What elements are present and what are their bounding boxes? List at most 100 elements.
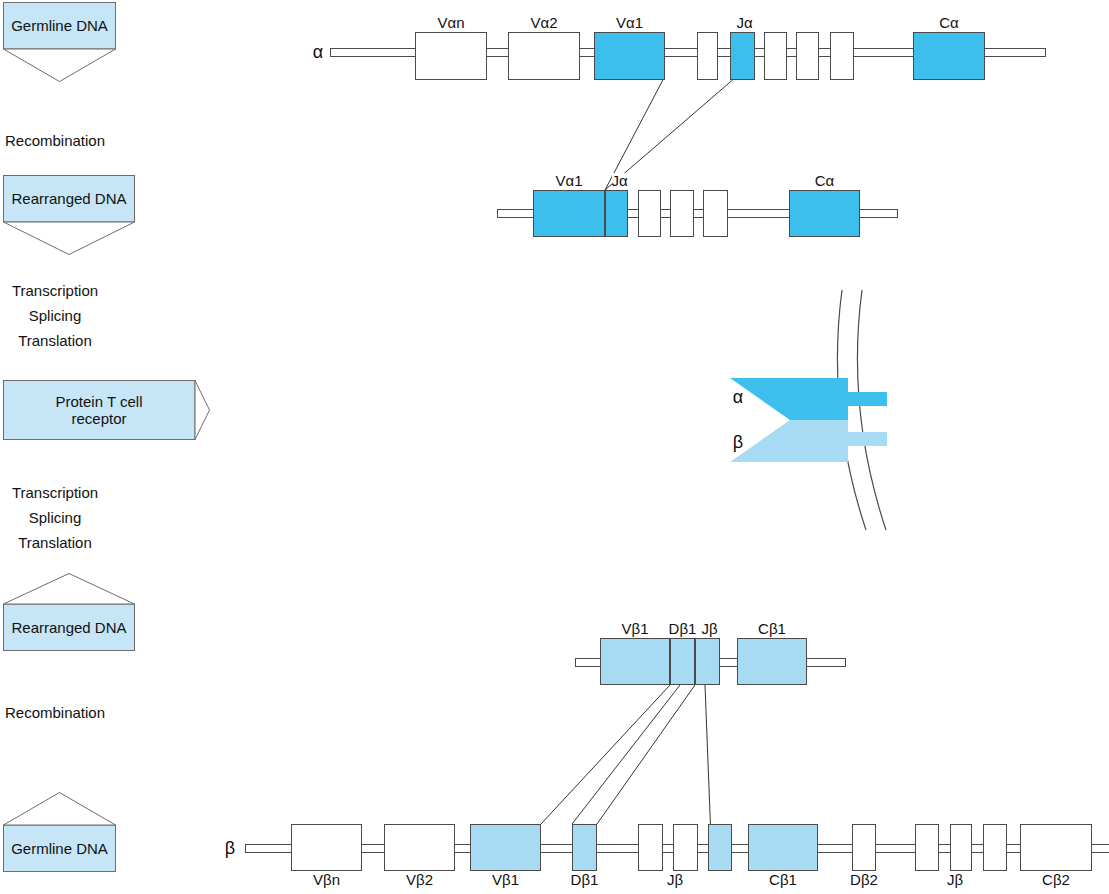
- segment-label: Cβ1: [758, 621, 786, 637]
- stage-box-pointer: [195, 381, 210, 440]
- label-holder: β: [733, 432, 743, 452]
- segment-label-holder: Cβ1: [769, 872, 797, 888]
- segment-label-holder: Dβ1: [669, 621, 697, 637]
- alpha-chain: [730, 378, 887, 420]
- stage-box: Rearranged DNA: [3, 175, 135, 255]
- segment-label-holder: Vβn: [313, 872, 340, 888]
- segment-label-holder: Jβ: [947, 872, 963, 888]
- stage-box-body: [4, 176, 135, 223]
- stage-box-text-area: Germline DNA: [3, 825, 116, 872]
- stage-box-text-area: Germline DNA: [3, 2, 116, 49]
- gene-segment-box: [639, 825, 663, 871]
- stage-box-shape: [3, 792, 116, 872]
- segment-label-holder: Dβ1: [571, 872, 599, 888]
- chain-letter: α: [313, 42, 323, 62]
- recombination-line: [597, 685, 695, 824]
- stage-box: Germline DNA: [3, 792, 116, 872]
- gene-segment-box: [698, 33, 718, 80]
- beta-chain: [730, 420, 887, 462]
- segment-label-holder: Jβ: [701, 621, 717, 637]
- gene-segment-box: [984, 825, 1007, 871]
- stage-box-text-area: Rearranged DNA: [3, 175, 135, 222]
- step-label: Recombination: [5, 132, 105, 149]
- segment-label-holder: Vα1: [616, 15, 643, 31]
- segment-label: Vα1: [616, 15, 643, 31]
- stage-box-pointer: [4, 574, 135, 605]
- stage-name: Germline DNA: [11, 17, 108, 34]
- segment-label: Cα: [815, 173, 835, 189]
- gene-segment: Cα: [913, 32, 985, 80]
- segment-label-holder: Vαn: [437, 15, 464, 31]
- label-holder: Transcription Splicing Translation: [12, 480, 98, 555]
- recombination-line: [605, 80, 733, 190]
- gene-segment: Vαn: [415, 32, 487, 80]
- segment-label: Dβ1: [669, 621, 697, 637]
- gene-segment: Dβ1: [572, 824, 597, 871]
- stage-box-pointer: [4, 793, 116, 826]
- gene-segment: Jβ: [695, 638, 720, 685]
- segment-label: Jα: [611, 173, 627, 189]
- gene-segment: Dβ1: [670, 638, 695, 685]
- segment-label-holder: Vα2: [530, 15, 557, 31]
- label-holder: α: [733, 387, 743, 407]
- recombination-line: [705, 685, 710, 824]
- gene-segment: Jβ: [950, 824, 972, 871]
- stage-box-shape: [3, 175, 135, 255]
- recombination-line: [605, 80, 663, 190]
- gene-segment: Jβ: [708, 824, 732, 871]
- stage-box-shape: [3, 573, 135, 651]
- gene-segment: Vα2: [508, 32, 580, 80]
- stage-box: Protein T cell receptor: [3, 380, 210, 440]
- step-label: Transcription Splicing Translation: [12, 278, 98, 353]
- segment-label: Vβn: [313, 872, 340, 888]
- segment-label-holder: Vβ1: [492, 872, 519, 888]
- stage-box-text-area: Protein T cell receptor: [3, 380, 195, 440]
- stage-box-pointer: [4, 49, 116, 82]
- stage-box-pointer: [4, 222, 135, 255]
- segment-label: Vβ2: [406, 872, 433, 888]
- stage-box-body: [4, 381, 196, 440]
- stage-name: Rearranged DNA: [11, 619, 126, 636]
- gene-segment: Vβ1: [600, 638, 670, 685]
- stage-box-body: [4, 3, 116, 50]
- stage-name: Germline DNA: [11, 840, 108, 857]
- gene-segment: Vβ1: [470, 824, 541, 871]
- segment-label-holder: Vβ1: [622, 621, 649, 637]
- label-holder: α: [313, 42, 323, 62]
- gene-segment: Vα1: [533, 190, 605, 237]
- gene-segment: Vβ2: [384, 824, 455, 871]
- gene-segment-box: [674, 825, 698, 871]
- gene-segment-box: [639, 191, 661, 237]
- chromosome-bars: [246, 49, 1109, 853]
- segment-label-holder: Jβ: [667, 872, 683, 888]
- segment-label-holder: Cβ1: [758, 621, 786, 637]
- segment-label-holder: Jα: [736, 15, 752, 31]
- segment-label: Dβ2: [850, 872, 878, 888]
- segment-label: Cα: [939, 15, 959, 31]
- gene-segment-box: [916, 825, 939, 871]
- segment-label: Vβ1: [492, 872, 519, 888]
- segment-label: Vα1: [555, 173, 582, 189]
- segment-label-holder: Vα1: [555, 173, 582, 189]
- segment-label-holder: Dβ2: [850, 872, 878, 888]
- segment-label: Vα2: [530, 15, 557, 31]
- label-holder: Recombination: [5, 132, 105, 149]
- label-holder: β: [225, 838, 235, 858]
- step-label: Transcription Splicing Translation: [12, 480, 98, 555]
- gene-segment: Dβ2: [852, 824, 876, 871]
- stage-name: Protein T cell receptor: [44, 393, 154, 427]
- segment-label: Dβ1: [571, 872, 599, 888]
- segment-label: Vαn: [437, 15, 464, 31]
- gene-segment: Jα: [605, 190, 628, 237]
- stage-box-body: [4, 825, 116, 872]
- segment-label: Jβ: [701, 621, 717, 637]
- recombination-line: [572, 685, 680, 824]
- gene-segment-box: [797, 33, 819, 80]
- segment-label-holder: Jα: [611, 173, 627, 189]
- segment-label: Jβ: [667, 872, 683, 888]
- segment-label: Jβ: [947, 872, 963, 888]
- stage-box-text-area: Rearranged DNA: [3, 604, 135, 651]
